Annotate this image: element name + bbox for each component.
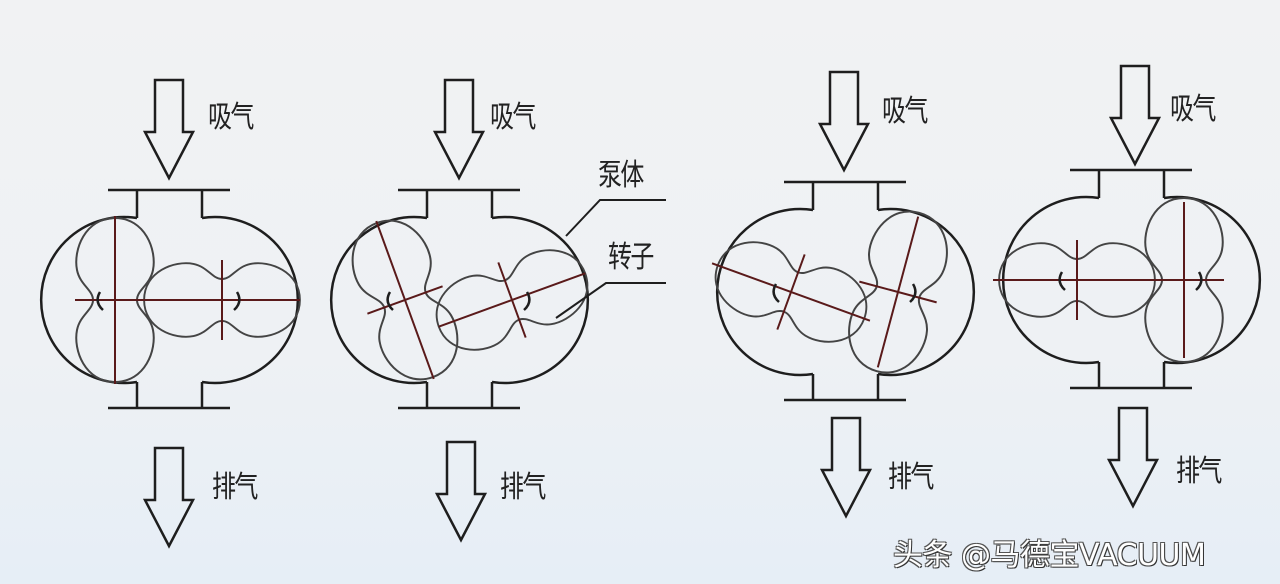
exhaust-label-3: 排气 <box>888 460 934 495</box>
rotation-arrow-icon-2 <box>386 291 531 311</box>
left-rotor-axis-1 <box>75 216 155 384</box>
watermark: 头条 @马德宝VACUUM <box>893 538 1206 573</box>
left-rotor-axis-3 <box>711 254 871 330</box>
exhaust-arrow-icon-3 <box>819 416 873 519</box>
intake-label-2: 吸气 <box>490 100 536 135</box>
left-rotor-axis-2 <box>367 220 443 380</box>
exhaust-arrow-icon-2 <box>434 440 488 543</box>
flanges-1 <box>108 188 230 410</box>
intake-arrow-icon-1 <box>142 78 196 181</box>
intake-arrow-icon-3 <box>817 70 871 173</box>
rotation-arrow-icon-3 <box>772 283 917 303</box>
exhaust-label-2: 排气 <box>500 470 546 505</box>
exhaust-arrow-icon-4 <box>1106 406 1160 509</box>
intake-arrow-icon-2 <box>432 78 486 181</box>
rotation-arrow-icon-4 <box>1058 271 1203 291</box>
intake-label-1: 吸气 <box>208 100 254 135</box>
right-rotor-3 <box>848 210 948 374</box>
flanges-2 <box>398 188 520 410</box>
left-rotor-axis-4 <box>993 240 1161 320</box>
pump-casing-2 <box>329 215 590 385</box>
intake-label-4: 吸气 <box>1170 92 1216 127</box>
pump-casing-3 <box>715 207 976 377</box>
right-rotor-axis-2 <box>438 262 586 338</box>
exhaust-label-1: 排气 <box>212 470 258 505</box>
intake-arrow-icon-4 <box>1108 64 1162 167</box>
rotor-label: 转子 <box>608 240 654 275</box>
right-rotor-axis-3 <box>859 216 937 368</box>
exhaust-arrow-icon-1 <box>142 446 196 549</box>
right-rotor-axis-1 <box>144 260 300 340</box>
pump-body-leader-line <box>565 199 666 237</box>
flanges-4 <box>1070 168 1192 390</box>
rotation-arrow-icon-1 <box>96 291 241 311</box>
right-rotor-axis-4 <box>1144 202 1224 358</box>
rotor-leader-line <box>555 282 666 319</box>
intake-label-3: 吸气 <box>882 94 928 129</box>
flanges-3 <box>784 180 906 402</box>
right-rotor-4 <box>1144 196 1224 364</box>
pump-body-label: 泵体 <box>598 158 644 193</box>
exhaust-label-4: 排气 <box>1176 454 1222 489</box>
